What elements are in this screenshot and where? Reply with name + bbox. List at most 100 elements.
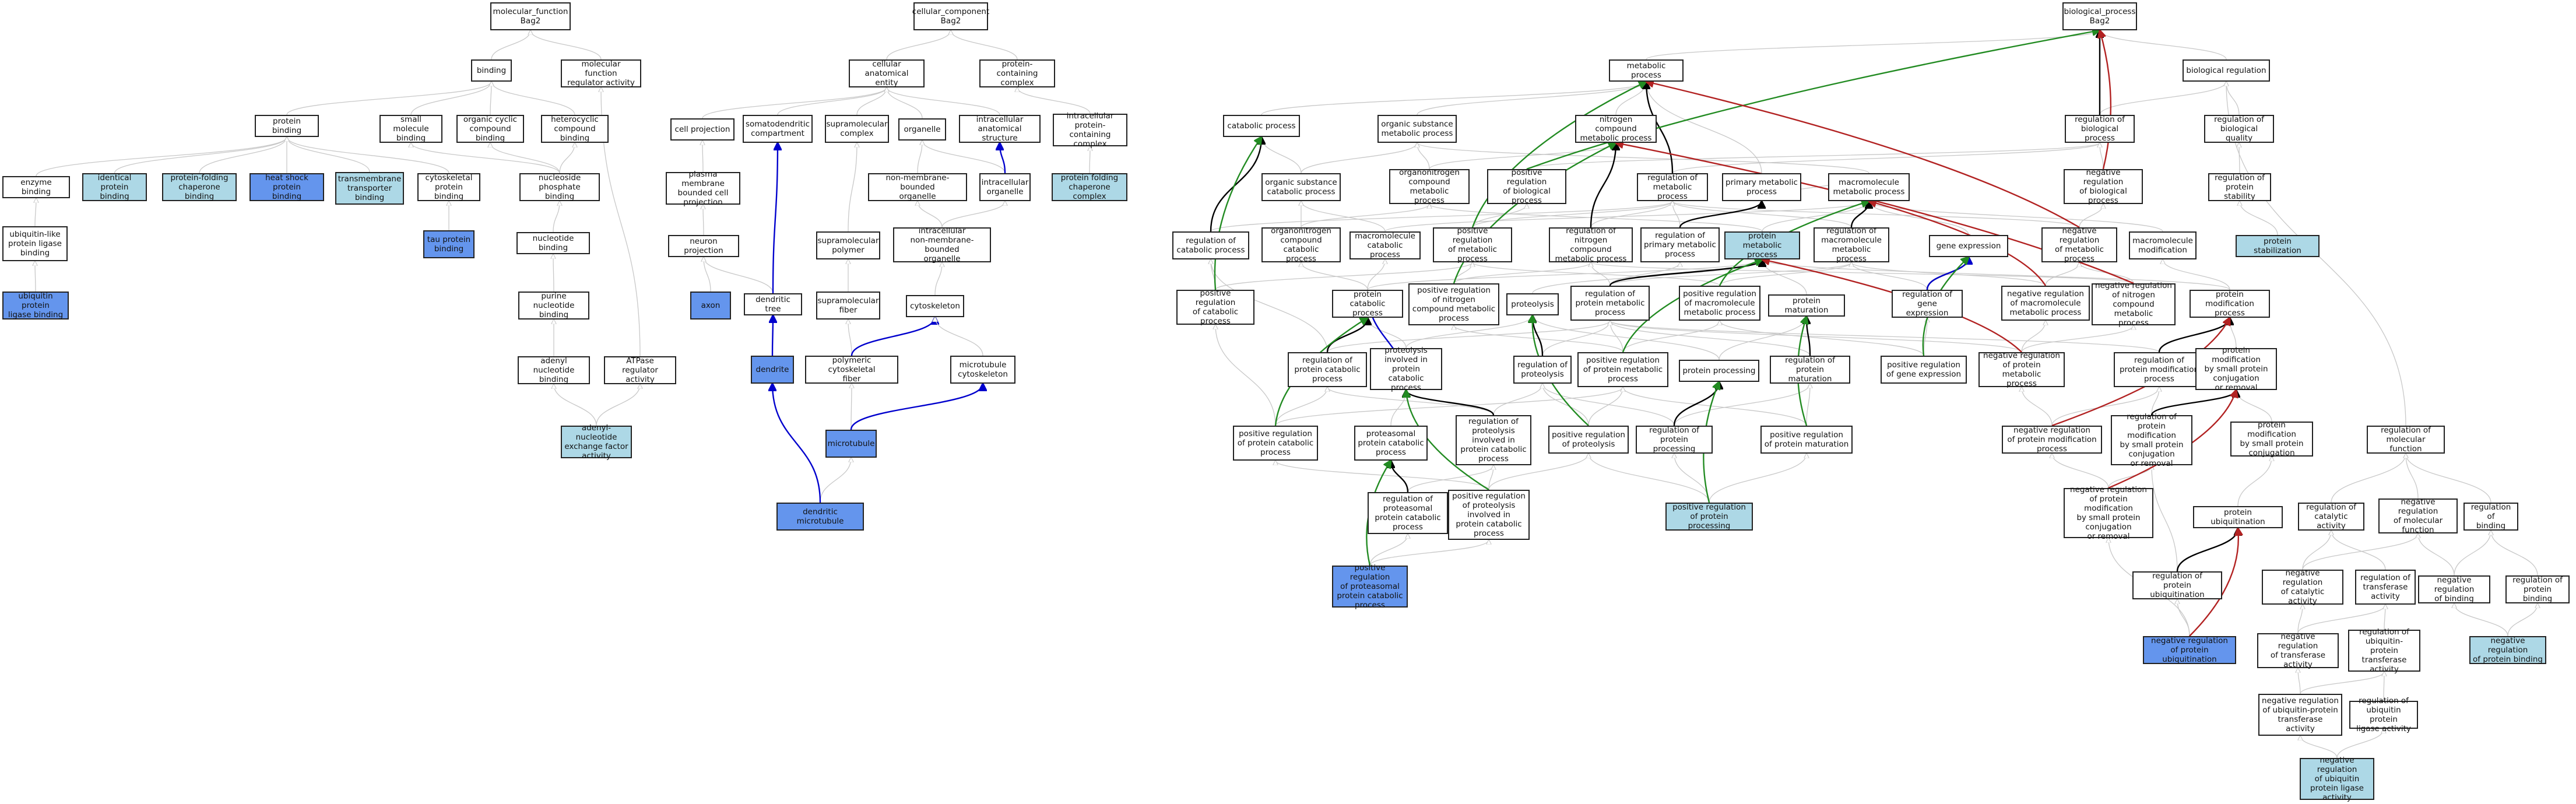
go-term-prot-mod[interactable]: protein modification process bbox=[2190, 290, 2270, 318]
go-term-reg-prot-maturation[interactable]: regulation of protein maturation bbox=[1770, 356, 1850, 384]
go-term-ic-anat[interactable]: intracellular anatomical structure bbox=[959, 115, 1041, 143]
go-term-atpase-reg[interactable]: ATPase regulator activity bbox=[604, 356, 676, 384]
go-term-cae[interactable]: cellular anatomical entity bbox=[849, 59, 925, 87]
go-term-identical[interactable]: identical protein binding bbox=[82, 173, 147, 201]
go-term-adenyl-gef[interactable]: adenyl-nucleotide exchange factor activi… bbox=[561, 423, 632, 461]
go-term-pos-reg-n-met[interactable]: positive regulation of nitrogen compound… bbox=[1408, 283, 1499, 325]
go-term-neg-reg-macromol-met[interactable]: negative regulation of macromolecule met… bbox=[2001, 286, 2090, 321]
go-term-pos-reg-proteolysis[interactable]: positive regulation of proteolysis bbox=[1548, 426, 1629, 454]
go-term-supramol-complex[interactable]: supramolecular complex bbox=[825, 115, 889, 143]
go-term-reg-transferase[interactable]: regulation of transferase activity bbox=[2355, 570, 2416, 605]
go-term-nucleoside-p[interactable]: nucleoside phosphate binding bbox=[519, 173, 600, 201]
go-term-reg-prot-mod[interactable]: regulation of protein modification proce… bbox=[2114, 352, 2205, 387]
go-term-cc-root[interactable]: cellular_component Bag2 bbox=[912, 2, 989, 30]
go-term-org-cyclic[interactable]: organic cyclic compound binding bbox=[456, 115, 524, 143]
go-term-pos-reg-prot-cat[interactable]: positive regulation of protein catabolic… bbox=[1233, 426, 1318, 461]
go-term-bio-reg[interactable]: biological regulation bbox=[2183, 59, 2270, 82]
go-term-non-mem-org[interactable]: non-membrane-bounded organelle bbox=[868, 173, 967, 201]
go-term-cell-proj[interactable]: cell projection bbox=[670, 118, 735, 141]
go-term-reg-mol-func[interactable]: regulation of molecular function bbox=[2367, 426, 2445, 454]
go-term-macromol-mod[interactable]: macromolecule modification bbox=[2129, 231, 2197, 259]
go-term-primary-met[interactable]: primary metabolic process bbox=[1722, 173, 1801, 201]
go-term-neg-reg-prot-mod[interactable]: negative regulation of protein modificat… bbox=[2002, 426, 2102, 454]
go-term-reg-primary-met[interactable]: regulation of primary metabolic process bbox=[1640, 227, 1720, 262]
go-term-chap-complex[interactable]: protein folding chaperone complex bbox=[1052, 173, 1127, 201]
go-term-prot-met[interactable]: protein metabolic process bbox=[1724, 231, 1800, 259]
go-term-pos-reg-macromol-met[interactable]: positive regulation of macromolecule met… bbox=[1679, 286, 1760, 321]
go-term-organonitrogen-met[interactable]: organonitrogen compound metabolic proces… bbox=[1389, 168, 1470, 205]
go-term-tau[interactable]: tau protein binding bbox=[423, 230, 475, 258]
go-term-adenyl[interactable]: adenyl nucleotide binding bbox=[518, 356, 590, 384]
go-term-neg-reg-n-met[interactable]: negative regulation of nitrogen compound… bbox=[2092, 281, 2176, 328]
go-term-prot-processing[interactable]: protein processing bbox=[1679, 360, 1759, 382]
go-term-poly-cyto-fiber[interactable]: polymeric cytoskeletal fiber bbox=[805, 356, 898, 384]
go-term-purine[interactable]: purine nucleotide binding bbox=[518, 292, 589, 320]
go-term-reg-cat-act[interactable]: regulation of catalytic activity bbox=[2298, 503, 2364, 531]
go-term-ubl[interactable]: ubiquitin-like protein ligase binding bbox=[2, 226, 68, 261]
go-term-nucleotide[interactable]: nucleotide binding bbox=[516, 232, 590, 254]
go-term-reg-prot-stab[interactable]: regulation of protein stability bbox=[2208, 173, 2271, 201]
go-term-heat-shock[interactable]: heat shock protein binding bbox=[249, 173, 324, 201]
go-term-neg-reg-transferase[interactable]: negative regulation of transferase activ… bbox=[2257, 632, 2339, 669]
go-term-reg-ub-ligase[interactable]: regulation of ubiquitin protein ligase a… bbox=[2349, 696, 2418, 733]
go-term-dendrite[interactable]: dendrite bbox=[751, 356, 794, 384]
go-term-reg-prot-ubiq[interactable]: regulation of protein ubiquitination bbox=[2132, 571, 2222, 599]
go-term-neg-reg-bio[interactable]: negative regulation of biological proces… bbox=[2064, 168, 2143, 205]
go-term-prot-complex[interactable]: protein-containing complex bbox=[979, 59, 1055, 87]
go-term-protein-binding[interactable]: protein binding bbox=[255, 115, 319, 137]
go-term-reg-bio-proc[interactable]: regulation of biological process bbox=[2065, 115, 2135, 143]
go-term-neuron-proj[interactable]: neuron projection bbox=[668, 235, 739, 257]
go-term-pos-reg-proteolysis-cat[interactable]: positive regulation of proteolysis invol… bbox=[1448, 490, 1530, 540]
go-term-neg-reg-cat-act[interactable]: negative regulation of catalytic activit… bbox=[2262, 568, 2343, 606]
go-term-ic-non-mem[interactable]: intracellular non-membrane-bounded organ… bbox=[893, 226, 991, 264]
go-term-nitrogen-met[interactable]: nitrogen compound metabolic process bbox=[1575, 115, 1657, 143]
go-term-binding[interactable]: binding bbox=[471, 59, 512, 82]
go-term-plasma-mem[interactable]: plasma membrane bounded cell projection bbox=[666, 170, 740, 207]
go-term-pos-reg-bio[interactable]: positive regulation of biological proces… bbox=[1487, 168, 1566, 205]
go-term-reg-prot-cat[interactable]: regulation of protein catabolic process bbox=[1288, 352, 1367, 387]
go-term-reg-n-met[interactable]: regulation of nitrogen compound metaboli… bbox=[1549, 226, 1633, 264]
go-term-transmembrane[interactable]: transmembrane transporter binding bbox=[335, 172, 404, 205]
go-term-pos-reg-gene-expr[interactable]: positive regulation of gene expression bbox=[1881, 356, 1967, 384]
go-term-neg-reg-ub-ligase[interactable]: negative regulation of ubiquitin protein… bbox=[2300, 756, 2374, 802]
go-term-ub-ligase[interactable]: ubiquitin protein ligase binding bbox=[2, 292, 69, 320]
go-term-metabolic[interactable]: metabolic process bbox=[1609, 59, 1684, 82]
go-term-organelle[interactable]: organelle bbox=[898, 118, 946, 141]
go-term-prot-stab[interactable]: protein stabilization bbox=[2236, 235, 2320, 257]
go-term-mf-root[interactable]: molecular_function Bag2 bbox=[490, 2, 571, 30]
go-term-somatodendritic[interactable]: somatodendritic compartment bbox=[743, 115, 813, 143]
go-term-pos-reg-proteasomal[interactable]: positive regulation of proteasomal prote… bbox=[1332, 563, 1408, 610]
go-term-reg-bio-quality[interactable]: regulation of biological quality bbox=[2204, 115, 2274, 143]
go-term-reg-binding[interactable]: regulation of binding bbox=[2463, 503, 2518, 531]
go-term-org-sub-cat[interactable]: organic substance catabolic process bbox=[1261, 173, 1341, 201]
go-term-reg-prot-processing[interactable]: regulation of protein processing bbox=[1636, 426, 1713, 454]
go-term-reg-proteolysis[interactable]: regulation of proteolysis bbox=[1513, 356, 1572, 384]
go-term-neg-reg-prot-binding[interactable]: negative regulation of protein binding bbox=[2469, 636, 2546, 664]
go-term-reg-ub-transferase[interactable]: regulation of ubiquitin-protein transfer… bbox=[2348, 627, 2420, 674]
go-term-gene-expr[interactable]: gene expression bbox=[1929, 235, 2008, 257]
go-term-pos-reg-cat[interactable]: positive regulation of catabolic process bbox=[1176, 289, 1254, 326]
go-term-neg-reg-mol-func[interactable]: negative regulation of molecular functio… bbox=[2378, 497, 2458, 535]
go-term-proteolysis[interactable]: proteolysis bbox=[1506, 293, 1559, 315]
go-term-neg-reg-prot-ubiq[interactable]: negative regulation of protein ubiquitin… bbox=[2143, 636, 2236, 664]
go-term-prot-cat[interactable]: protein catabolic process bbox=[1332, 290, 1403, 318]
go-term-supramol-polymer[interactable]: supramolecular polymer bbox=[816, 231, 880, 259]
go-term-ic-prot-complex[interactable]: intracellular protein-containing complex bbox=[1053, 111, 1127, 149]
go-term-reg-cat[interactable]: regulation of catabolic process bbox=[1172, 231, 1249, 259]
go-term-mt-cyto[interactable]: microtubule cytoskeleton bbox=[950, 356, 1015, 384]
go-term-prot-mod-small[interactable]: protein modification by small protein co… bbox=[2195, 346, 2277, 392]
go-term-neg-reg-prot-met[interactable]: negative regulation of protein metabolic… bbox=[1978, 351, 2065, 388]
go-term-reg-proteolysis-cat[interactable]: regulation of proteolysis involved in pr… bbox=[1456, 415, 1531, 465]
go-term-mf-reg[interactable]: molecular function regulator activity bbox=[561, 59, 641, 87]
go-term-dendritic-tree[interactable]: dendritic tree bbox=[744, 293, 802, 315]
go-term-neg-reg-prot-mod-small[interactable]: negative regulation of protein modificat… bbox=[2064, 485, 2153, 541]
go-term-heterocyclic[interactable]: heterocyclic compound binding bbox=[541, 115, 609, 143]
go-term-supramol-fiber[interactable]: supramolecular fiber bbox=[816, 292, 880, 320]
go-term-reg-met[interactable]: regulation of metabolic process bbox=[1637, 173, 1708, 201]
go-term-pos-reg-prot-met[interactable]: positive regulation of protein metabolic… bbox=[1577, 352, 1668, 387]
go-term-proteolysis-cat[interactable]: proteolysis involved in protein cataboli… bbox=[1370, 346, 1442, 392]
go-term-enzyme-binding[interactable]: enzyme binding bbox=[2, 176, 70, 198]
go-term-neg-reg-met[interactable]: negative regulation of metabolic process bbox=[2041, 226, 2117, 264]
go-term-org-sub-met[interactable]: organic substance metabolic process bbox=[1377, 115, 1457, 143]
go-term-pos-reg-prot-maturation[interactable]: positive regulation of protein maturatio… bbox=[1760, 426, 1853, 454]
